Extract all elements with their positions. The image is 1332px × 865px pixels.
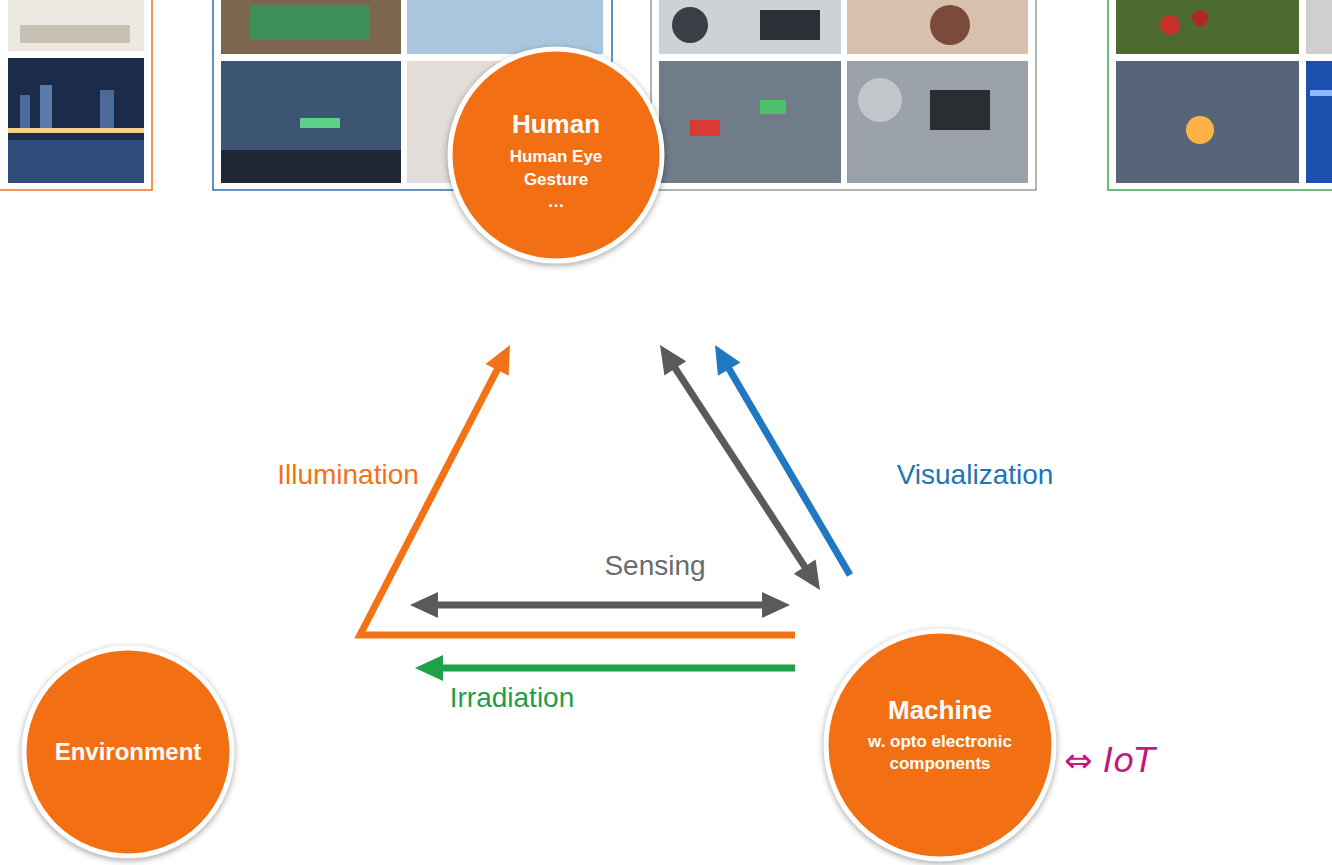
photo-tile xyxy=(1306,0,1332,54)
photo-detail xyxy=(930,90,990,130)
connector-group xyxy=(715,345,850,575)
arrow-head xyxy=(660,345,686,376)
photo-panel xyxy=(0,0,152,190)
photo-detail xyxy=(690,120,720,136)
photo-detail xyxy=(672,7,708,43)
photo-tile xyxy=(1116,61,1299,183)
node-circle: Environment xyxy=(21,645,235,859)
node-content: HumanHuman EyeGesture… xyxy=(510,109,603,213)
photo-detail xyxy=(858,78,902,122)
connector-arrow xyxy=(360,367,795,635)
connector-group xyxy=(360,345,795,635)
photo-detail xyxy=(760,10,820,40)
node-circle: HumanHuman EyeGesture… xyxy=(447,46,665,264)
photo-tile xyxy=(407,0,603,54)
photo-tile xyxy=(659,0,841,54)
photo-tile xyxy=(8,58,144,183)
arrow-head xyxy=(715,345,740,376)
photo-tile xyxy=(847,61,1028,183)
photo-detail xyxy=(20,95,30,128)
photo-detail xyxy=(300,118,340,128)
circle-shape xyxy=(826,631,1054,859)
node-heading: Environment xyxy=(55,738,202,766)
connector-group xyxy=(410,592,790,618)
node-text: w. opto electronic components xyxy=(853,731,1028,775)
photo-panel xyxy=(651,0,1036,190)
photo-detail xyxy=(20,25,130,43)
photo-detail xyxy=(221,150,401,183)
arrow-head xyxy=(762,592,790,618)
photo-tile xyxy=(847,0,1028,54)
photo-detail xyxy=(250,5,370,40)
arrow-head xyxy=(794,559,820,590)
arrow-head xyxy=(486,345,510,376)
photo-detail xyxy=(40,85,52,128)
photo-tile xyxy=(1306,61,1332,183)
node-heading: Human xyxy=(510,109,603,139)
photo-detail xyxy=(760,100,786,114)
edge-label: Illumination xyxy=(277,459,419,491)
node-text: Human Eye xyxy=(510,145,603,168)
connector-group xyxy=(415,655,795,681)
node-text: … xyxy=(510,191,603,213)
node-circle: Machine w. opto electronic components xyxy=(823,628,1057,862)
photo-tile xyxy=(659,61,841,183)
photo-detail xyxy=(100,90,114,128)
edge-label: Sensing xyxy=(604,550,705,582)
photo-detail xyxy=(8,128,144,133)
photo-tile xyxy=(1116,0,1299,54)
photo-detail xyxy=(1186,116,1214,144)
node-content: Machine w. opto electronic components xyxy=(853,695,1028,775)
photo-tile xyxy=(221,61,401,183)
photo-detail xyxy=(1192,10,1208,26)
photo-detail xyxy=(930,5,970,45)
arrow-head xyxy=(410,592,438,618)
photo-detail xyxy=(1160,15,1180,35)
node-heading: Machine xyxy=(853,695,1028,725)
photo-detail xyxy=(8,140,144,183)
photo-tile xyxy=(8,0,144,51)
connector-arrow xyxy=(435,602,765,609)
circle-shape xyxy=(24,648,232,856)
connector-arrow xyxy=(728,367,850,575)
photo-detail xyxy=(1310,90,1332,96)
node-content: Environment xyxy=(55,738,202,766)
edge-label: Irradiation xyxy=(450,682,575,714)
node-text: Gesture xyxy=(510,168,603,191)
iot-label: ⇔ IoT xyxy=(1064,740,1155,780)
circle-shape xyxy=(450,49,662,261)
photo-panel xyxy=(1108,0,1332,190)
edge-label: Visualization xyxy=(897,459,1054,491)
photo-tile xyxy=(221,0,401,54)
connector-arrow xyxy=(440,665,795,672)
arrow-head xyxy=(415,655,443,681)
